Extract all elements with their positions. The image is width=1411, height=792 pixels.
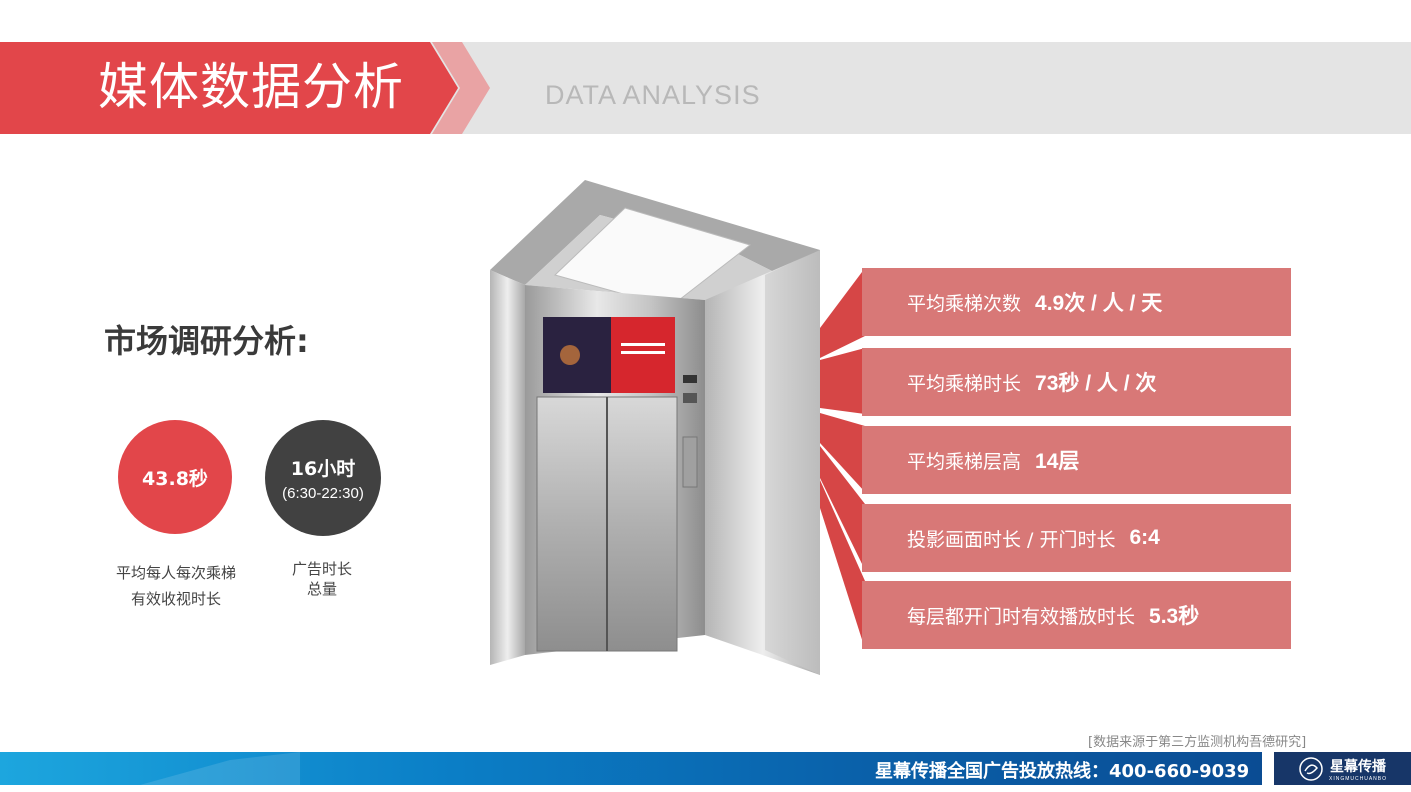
footer-hotline: 星幕传播全国广告投放热线：400-660-9039 (875, 761, 1250, 782)
page-subtitle: DATA ANALYSIS (545, 80, 761, 110)
logo-icon (1299, 756, 1323, 781)
ad-duration-caption: 广告时长 总量 (291, 560, 352, 598)
elevator-illustration (490, 180, 820, 675)
footer-logo: 星幕传播 XINGMUCHUANBO (1274, 752, 1411, 785)
section-title: 市场调研分析: (104, 322, 309, 360)
ad-duration-value: 16小时 (290, 458, 356, 480)
page-title: 媒体数据分析 (98, 58, 404, 116)
stat-connectors (820, 268, 865, 649)
logo-pinyin: XINGMUCHUANBO (1328, 775, 1387, 782)
ad-duration-range: (6:30-22:30) (282, 485, 364, 502)
viewing-time-value: 43.8秒 (142, 467, 208, 490)
viewing-time-caption: 平均每人每次乘梯 有效收视时长 (115, 564, 236, 608)
ad-duration-circle: 16小时 (6:30-22:30) (265, 420, 381, 536)
footer-bar (0, 752, 1262, 785)
viewing-time-circle: 43.8秒 (118, 420, 232, 534)
data-source-note: [数据来源于第三方监测机构吾德研究] (1088, 735, 1307, 750)
logo-name: 星幕传播 (1329, 758, 1386, 775)
header-arrow (0, 42, 490, 134)
